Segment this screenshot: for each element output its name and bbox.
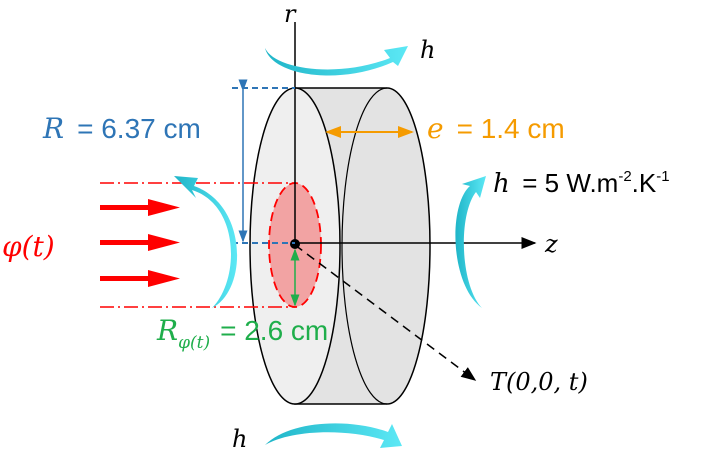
heat-flux-arrows xyxy=(100,199,180,287)
back-edge xyxy=(341,87,388,405)
convection-top-icon xyxy=(265,46,408,76)
e-label: e = 1.4 cm xyxy=(427,112,565,145)
flux-arrow-icon xyxy=(100,199,180,216)
convection-left-icon xyxy=(174,176,238,308)
heat-flux-label: φ(t) xyxy=(2,230,55,263)
Rphi-label: Rφ(t)= 2.6 cm xyxy=(156,314,328,353)
convection-arrows xyxy=(174,46,486,448)
R-label: R = 6.37 cm xyxy=(42,112,201,145)
convection-right-icon xyxy=(455,176,486,308)
z-axis-label: z xyxy=(544,230,558,258)
flux-arrow-icon xyxy=(100,234,180,251)
measurement-point-label: T(0,0, t) xyxy=(490,368,588,396)
r-axis-label: r xyxy=(284,0,297,28)
measurement-point-arrow xyxy=(294,244,477,381)
h-value-label: h = 5 W.m-2.K-1 xyxy=(493,168,670,199)
h-bottom-label: h xyxy=(232,425,247,453)
flux-arrow-icon xyxy=(100,270,180,287)
convection-bottom-icon xyxy=(265,423,402,448)
h-top-label: h xyxy=(420,36,435,64)
